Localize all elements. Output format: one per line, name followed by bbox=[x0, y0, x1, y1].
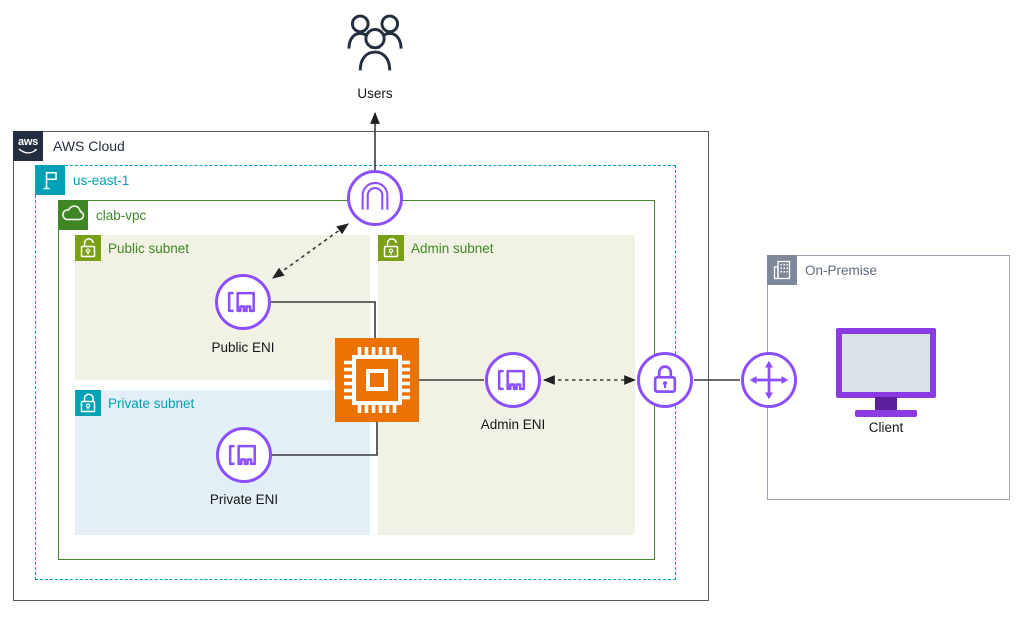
private-subnet-closed-lock-icon bbox=[75, 390, 101, 416]
public-subnet-open-lock-icon bbox=[75, 235, 101, 261]
monitor-base bbox=[855, 410, 917, 417]
admin-eni-label: Admin ENI bbox=[480, 417, 546, 432]
admin-subnet-open-lock-icon bbox=[378, 235, 404, 261]
aws-cloud-label: AWS Cloud bbox=[53, 138, 125, 154]
monitor-stand bbox=[875, 397, 897, 410]
admin-subnet-label: Admin subnet bbox=[411, 241, 494, 256]
on-premise-building-icon bbox=[767, 255, 797, 285]
region-label: us-east-1 bbox=[73, 173, 130, 188]
private-eni-label: Private ENI bbox=[209, 492, 279, 507]
internet-gateway-icon bbox=[347, 170, 403, 226]
aws-logo-icon: aws bbox=[13, 131, 43, 161]
aws-logo-text: aws bbox=[18, 136, 38, 148]
monitor-icon bbox=[836, 328, 936, 418]
ec2-instance-icon bbox=[335, 338, 419, 422]
users-icon bbox=[342, 8, 408, 89]
lock-icon bbox=[637, 352, 693, 408]
admin-eni-icon bbox=[485, 352, 541, 408]
vpc-cloud-icon bbox=[58, 200, 88, 230]
region-flag-icon bbox=[35, 165, 65, 195]
users-label: Users bbox=[357, 86, 393, 101]
private-eni-icon bbox=[216, 427, 272, 483]
vpc-label: clab-vpc bbox=[96, 208, 147, 223]
public-subnet-label: Public subnet bbox=[108, 241, 190, 256]
monitor-screen bbox=[836, 328, 936, 398]
private-subnet-label: Private subnet bbox=[108, 396, 195, 411]
public-eni-label: Public ENI bbox=[211, 340, 275, 355]
on-premise-label: On-Premise bbox=[805, 263, 878, 278]
four-way-arrows-icon bbox=[741, 352, 797, 408]
aws-cloud-group bbox=[13, 131, 709, 601]
public-eni-icon bbox=[215, 274, 271, 330]
client-label: Client bbox=[868, 420, 904, 435]
